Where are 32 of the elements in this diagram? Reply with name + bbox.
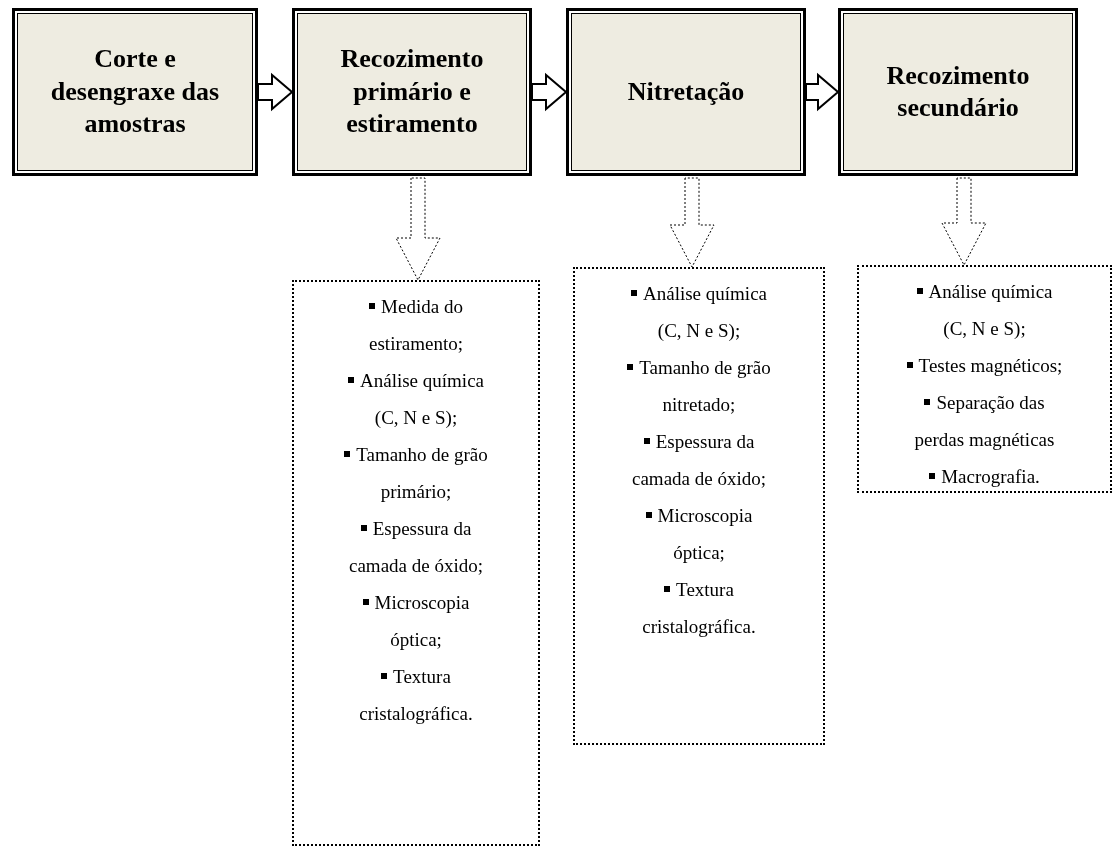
process-title: Recozimento secundário — [885, 59, 1031, 124]
bullet-item: Análise química (C, N e S); — [336, 362, 496, 436]
bullet-item: Análise química (C, N e S); — [904, 273, 1065, 347]
block-arrow — [531, 72, 568, 112]
dotted-block-arrow — [941, 177, 987, 266]
bullet-item: Macrografia. — [904, 458, 1065, 495]
bullet-item: Microscopia óptica; — [619, 497, 779, 571]
process-box — [292, 8, 532, 176]
dotted-list-box — [292, 280, 540, 846]
bullet-item: Análise química (C, N e S); — [619, 275, 779, 349]
block-arrow — [257, 72, 294, 112]
process-title: Corte e desengraxe das amostras — [49, 43, 221, 141]
bullet-item: Textura cristalográfica. — [619, 571, 779, 645]
bullet-item: Tamanho de grão primário; — [336, 436, 496, 510]
process-box — [566, 8, 806, 176]
process-box — [12, 8, 258, 176]
dotted-list-box — [857, 265, 1112, 493]
bullet-item: Textura cristalográfica. — [336, 658, 496, 732]
bullet-item: Separação das perdas magnéticas — [904, 384, 1065, 458]
bullet-item: Espessura da camada de óxido; — [619, 423, 779, 497]
dotted-block-arrow — [669, 177, 715, 268]
process-title: Recozimento primário e estiramento — [339, 43, 485, 141]
dotted-block-arrow — [395, 177, 441, 281]
process-box — [838, 8, 1078, 176]
bullet-item: Espessura da camada de óxido; — [336, 510, 496, 584]
bullet-item: Testes magnéticos; — [904, 347, 1065, 384]
bullet-item: Microscopia óptica; — [336, 584, 496, 658]
dotted-list-box — [573, 267, 825, 745]
block-arrow — [805, 72, 840, 112]
process-title: Nitretação — [627, 75, 745, 108]
bullet-item: Medida do estiramento; — [336, 288, 496, 362]
bullet-item: Tamanho de grão nitretado; — [619, 349, 779, 423]
